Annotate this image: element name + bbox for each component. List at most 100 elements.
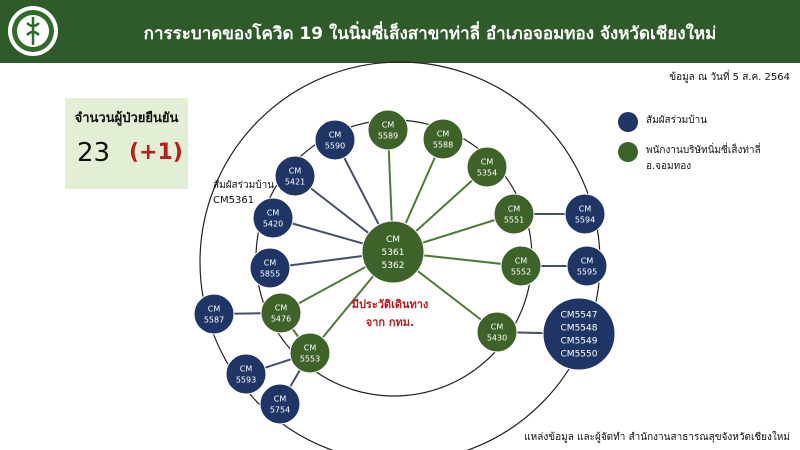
- confirmed-count-box: จำนวนผู้ป่วยยืนยัน 23 (+1): [65, 98, 188, 189]
- household-contact-line1: สัมผัสร่วมบ้าน: [213, 180, 275, 191]
- node-circle: [367, 109, 409, 151]
- node-n5587: CM 5587: [193, 293, 235, 335]
- confirmed-total: 23: [77, 138, 111, 168]
- node-label: CM5548: [561, 324, 598, 334]
- node-label: 5595: [577, 268, 597, 277]
- node-label: CM: [240, 365, 253, 374]
- confirmed-delta: (+1): [129, 140, 183, 165]
- legend-item-employee: พนักงานบริษัทนิ่มซี่เส็งท่าลี่ อ.จอมทอง: [618, 140, 798, 172]
- node-label: CM: [289, 167, 302, 176]
- node-label: 5430: [487, 334, 507, 343]
- node-circle: [314, 119, 356, 161]
- node-circle: [466, 146, 508, 188]
- node-n5590: CM 5590: [314, 119, 356, 161]
- confirmed-label: จำนวนผู้ป่วยยืนยัน: [74, 111, 179, 126]
- legend: สัมผัสร่วมบ้าน พนักงานบริษัทนิ่มซี่เส็งท…: [618, 110, 798, 172]
- node-label: CM5550: [561, 350, 598, 360]
- legend-dot-employee: [618, 142, 638, 162]
- node-circle: [260, 292, 302, 334]
- node-label: CM: [437, 130, 450, 139]
- node-label: 5421: [285, 178, 305, 187]
- node-label: CM5547: [561, 311, 598, 321]
- travel-history-note: มีประวัติเดินทาง จาก กทม.: [310, 296, 470, 332]
- node-n5595: CM 5595: [566, 245, 608, 287]
- node-circle: [274, 155, 316, 197]
- node-circle: [564, 193, 606, 235]
- node-label: 5476: [271, 315, 291, 324]
- node-label: 5590: [325, 142, 345, 151]
- node-label: 5361: [382, 248, 405, 258]
- node-n5593: CM 5593: [225, 353, 267, 395]
- node-n5551: CM 5551: [493, 193, 535, 235]
- node-label: 5552: [511, 268, 531, 277]
- node-n5855: CM 5855: [249, 247, 291, 289]
- node-circle: [361, 220, 425, 284]
- node-label: 5420: [263, 220, 283, 229]
- data-date: ข้อมูล ณ วันที่ 5 ส.ค. 2564: [669, 72, 790, 83]
- node-label: CM5549: [561, 337, 598, 347]
- node-label: CM: [481, 158, 494, 167]
- node-label: 5588: [433, 141, 453, 150]
- page-title: การระบาดของโควิด 19 ในนิ่มซี่เส็งสาขาท่า…: [143, 24, 717, 44]
- node-label: CM: [264, 259, 277, 268]
- node-label: CM: [274, 395, 287, 404]
- node-circle: [259, 383, 301, 425]
- node-circle: [193, 293, 235, 335]
- node-circle: [476, 311, 518, 353]
- node-n5754: CM 5754: [259, 383, 301, 425]
- node-label: CM: [208, 305, 221, 314]
- node-label: 5587: [204, 316, 224, 325]
- header-bar: การระบาดของโควิด 19 ในนิ่มซี่เส็งสาขาท่า…: [0, 0, 800, 63]
- node-label: 5855: [260, 270, 280, 279]
- node-label: CM: [581, 257, 594, 266]
- legend-label-household: สัมผัสร่วมบ้าน: [646, 115, 708, 126]
- household-contact-label: สัมผัสร่วมบ้าน CM5361: [213, 178, 274, 208]
- node-label: CM: [491, 323, 504, 332]
- node-circle: [566, 245, 608, 287]
- node-n5588: CM 5588: [422, 118, 464, 160]
- node-circle: [252, 197, 294, 239]
- node-label: 5754: [270, 406, 290, 415]
- travel-note-line2: จาก กทม.: [365, 316, 415, 329]
- legend-label-employee: พนักงานบริษัทนิ่มซี่เส็งท่าลี่ อ.จอมทอง: [646, 145, 761, 172]
- node-label: CM: [382, 121, 395, 130]
- node-n5589: CM 5589: [367, 109, 409, 151]
- node-label: CM: [275, 304, 288, 313]
- node-circle: [542, 297, 616, 371]
- node-n5421: CM 5421: [274, 155, 316, 197]
- node-label: CM: [386, 235, 400, 245]
- node-n5361: CM 5361 5362: [361, 220, 425, 284]
- node-label: 5553: [300, 355, 320, 364]
- node-label: CM: [304, 344, 317, 353]
- node-label: 5551: [504, 216, 524, 225]
- legend-dot-household: [618, 112, 638, 132]
- node-label: 5354: [477, 169, 497, 178]
- node-n5552: CM 5552: [500, 245, 542, 287]
- legend-item-household: สัมผัสร่วมบ้าน: [618, 110, 798, 132]
- node-label: 5589: [378, 132, 398, 141]
- node-n5420: CM 5420: [252, 197, 294, 239]
- node-label: CM: [267, 209, 280, 218]
- node-circle: [289, 332, 331, 374]
- node-n5354: CM 5354: [466, 146, 508, 188]
- node-circle: [249, 247, 291, 289]
- node-label: 5594: [575, 216, 595, 225]
- node-n5553: CM 5553: [289, 332, 331, 374]
- node-label: CM: [329, 131, 342, 140]
- source-credit: แหล่งข้อมูล และผู้จัดทำ สำนักงานสาธารณสุ…: [524, 432, 790, 443]
- household-contact-line2: CM5361: [213, 195, 255, 206]
- node-circle: [500, 245, 542, 287]
- node-label: 5362: [382, 261, 405, 271]
- node-label: CM: [515, 257, 528, 266]
- travel-note-line1: มีประวัติเดินทาง: [351, 298, 429, 311]
- ministry-logo-icon: [8, 6, 58, 56]
- node-circle: [225, 353, 267, 395]
- node-circle: [493, 193, 535, 235]
- node-n5476: CM 5476: [260, 292, 302, 334]
- node-label: 5593: [236, 376, 256, 385]
- node-label: CM: [508, 205, 521, 214]
